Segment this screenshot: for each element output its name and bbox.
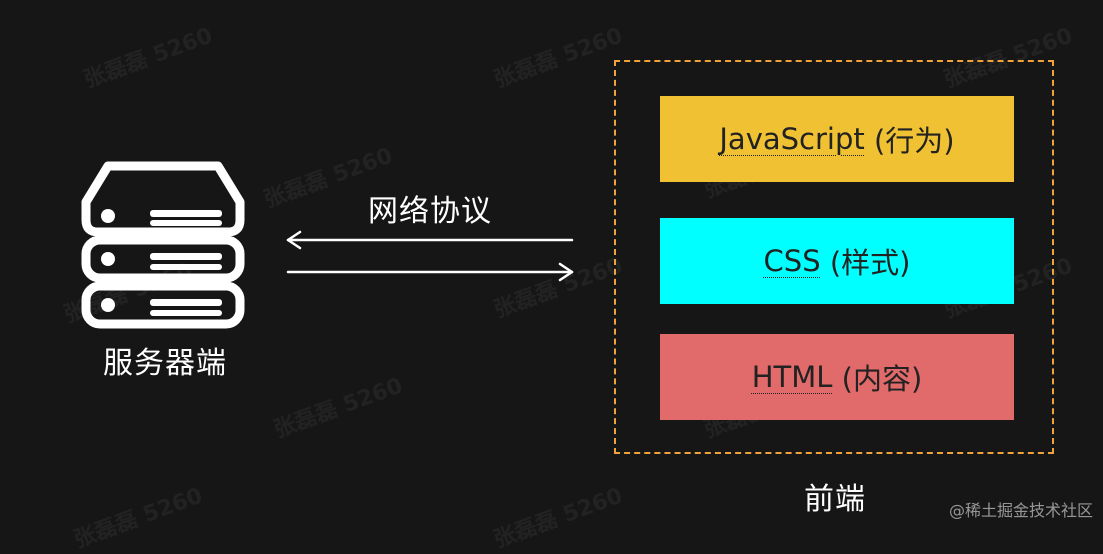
- frontend-label: 前端: [804, 482, 866, 517]
- watermark: 张磊磊 5260: [80, 23, 216, 94]
- html-layer: HTML (内容): [660, 334, 1014, 420]
- server-label: 服务器端: [103, 346, 227, 381]
- bidirectional-arrows: [286, 230, 574, 282]
- watermark: 张磊磊 5260: [490, 483, 626, 554]
- frontend-frame: [614, 60, 1054, 454]
- html-keyword: HTML: [751, 360, 833, 394]
- watermark: 张磊磊 5260: [70, 483, 206, 554]
- protocol-label: 网络协议: [368, 194, 492, 229]
- html-role: (内容): [832, 362, 923, 396]
- watermark: 张磊磊 5260: [270, 373, 406, 444]
- css-keyword: CSS: [763, 244, 821, 278]
- server-icon: [81, 161, 245, 329]
- javascript-role: (行为): [864, 124, 955, 158]
- javascript-keyword: JavaScript: [719, 122, 865, 156]
- javascript-layer: JavaScript (行为): [660, 96, 1014, 182]
- credit-text: @稀土掘金技术社区: [948, 501, 1093, 520]
- css-layer: CSS (样式): [660, 218, 1014, 304]
- css-role: (样式): [820, 246, 911, 280]
- watermark: 张磊磊 5260: [490, 23, 626, 94]
